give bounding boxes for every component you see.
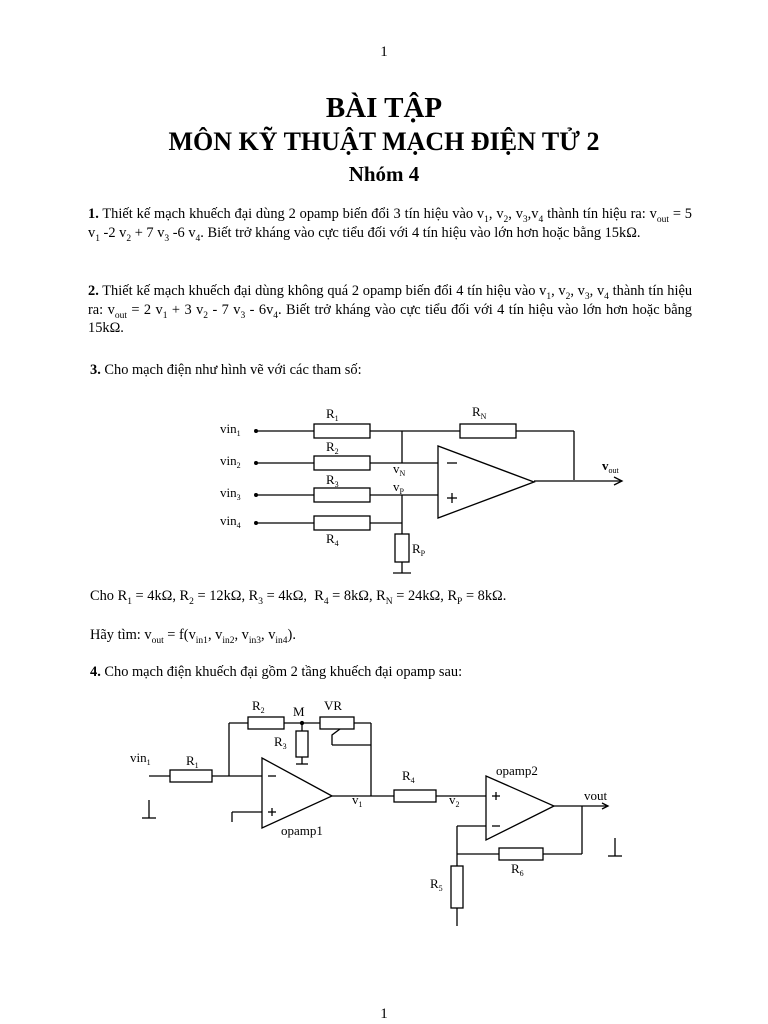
resistor-r3 (313, 487, 371, 503)
resistor-r2 (313, 455, 371, 471)
problem-2-text: - 7 v (208, 301, 241, 318)
page-number-bottom: 1 (380, 1006, 388, 1022)
problem-1-text: thành tín hiệu ra: v (547, 206, 657, 222)
label-c2-r6: R6 (511, 861, 524, 878)
resistor-r6-c2 (498, 847, 544, 861)
circuit-2 (142, 716, 622, 926)
label-c2-r1: R1 (186, 753, 199, 770)
problem-1-text: -2 v (99, 224, 127, 241)
problem-3-find: Hãy tìm: vout = f(vin1, vin2, vin3, vin4… (90, 627, 296, 646)
problem-1-text: Thiết kế mạch khuếch đại dùng 2 opamp bi… (98, 206, 485, 222)
label-c2-v1: v1 (352, 792, 363, 809)
resistor-r1 (313, 423, 371, 439)
problem-3: 3. Cho mạch điện như hình vẽ với các tha… (90, 361, 362, 379)
label-c2-opamp1: opamp1 (281, 823, 323, 838)
opamp-triangle (437, 445, 536, 519)
label-r1: R1 (326, 406, 339, 423)
resistor-r4-c2 (393, 789, 437, 803)
label-r3: R3 (326, 472, 339, 489)
problem-2-text: Thiết kế mạch khuếch đại dùng không quá … (98, 283, 547, 299)
problem-1-text: -6 v (169, 224, 196, 241)
problem-1: 1. Thiết kế mạch khuếch đại dùng 2 opamp… (88, 206, 692, 244)
problem-3-number: 3. (90, 362, 101, 378)
title-line-2: MÔN KỸ THUẬT MẠCH ĐIỆN TỬ 2 (168, 127, 600, 156)
label-c2-opamp2: opamp2 (496, 763, 538, 778)
resistor-rn (459, 423, 517, 439)
problem-3-given: Cho R1 = 4kΩ, R2 = 12kΩ, R3 = 4kΩ, R4 = … (90, 588, 507, 607)
problem-2-text: + 3 v (167, 301, 204, 318)
label-r2: R2 (326, 439, 339, 456)
problem-2-text: . Biết trở kháng vào cực tiểu đối với 4 … (88, 301, 692, 337)
label-vin1: vin1 (220, 421, 241, 438)
opamp2-triangle (485, 775, 556, 842)
label-rn: RN (472, 404, 487, 421)
label-c2-r2: R2 (252, 698, 265, 715)
resistor-r3-c2 (295, 730, 309, 758)
resistor-r4 (313, 515, 371, 531)
resistor-rp (394, 533, 410, 563)
label-c2-m: M (293, 704, 305, 719)
problem-1-text: + 7 v (131, 224, 165, 241)
label-c2-v2: v2 (449, 792, 460, 809)
circuit-1-terminals (254, 429, 258, 525)
label-c2-r5: R5 (430, 876, 443, 893)
label-r4: R4 (326, 531, 339, 548)
problem-2: 2. Thiết kế mạch khuếch đại dùng không q… (88, 283, 693, 337)
resistor-r1-c2 (169, 769, 213, 783)
label-rp: RP (412, 541, 426, 558)
problem-1-text: = 5 v (88, 206, 692, 241)
title-line-3: Nhóm 4 (348, 162, 420, 186)
title-line-1: BÀI TẬP (325, 92, 443, 124)
circuit-2-labels: vin1 R1 R2 M VR R3 v1 opamp1 R4 v2 opamp… (130, 698, 608, 893)
label-c2-r4: R4 (402, 768, 415, 785)
problem-2-text: = 2 v (126, 301, 163, 318)
resistor-r5-c2 (450, 865, 464, 909)
problem-4-number: 4. (90, 664, 101, 680)
label-vin3: vin3 (220, 485, 241, 502)
label-vin2: vin2 (220, 453, 241, 470)
page-number-top: 1 (380, 44, 388, 60)
problem-1-number: 1. (88, 206, 99, 222)
problem-4: 4. Cho mạch điện khuếch đại gồm 2 tầng k… (90, 663, 462, 681)
circuit-1 (256, 423, 624, 574)
label-vout: vout (602, 458, 620, 475)
label-c2-vr: VR (324, 698, 342, 713)
circuit-1-labels: vin1 vin2 vin3 vin4 R1 R2 R3 R4 RN RP vN… (220, 404, 620, 558)
problem-2-text: - 6v (245, 301, 274, 318)
problem-2-text: thành tín hiệu ra: v (88, 283, 693, 318)
problem-2-number: 2. (88, 283, 99, 299)
label-vin4: vin4 (220, 513, 241, 530)
resistor-r2-c2 (247, 716, 285, 730)
opamp1-triangle (261, 756, 334, 830)
problem-3-text: Cho mạch điện như hình vẽ với các tham s… (100, 362, 362, 378)
label-vp: vP (393, 479, 405, 496)
potentiometer-vr (319, 716, 355, 730)
label-c2-vin1: vin1 (130, 750, 151, 767)
problem-4-text: Cho mạch điện khuếch đại gồm 2 tầng khuế… (100, 664, 463, 680)
label-c2-vout: vout (584, 788, 608, 803)
label-c2-r3: R3 (274, 734, 287, 751)
problem-1-text: . Biết trở kháng vào cực tiểu đối với 4 … (200, 224, 641, 241)
